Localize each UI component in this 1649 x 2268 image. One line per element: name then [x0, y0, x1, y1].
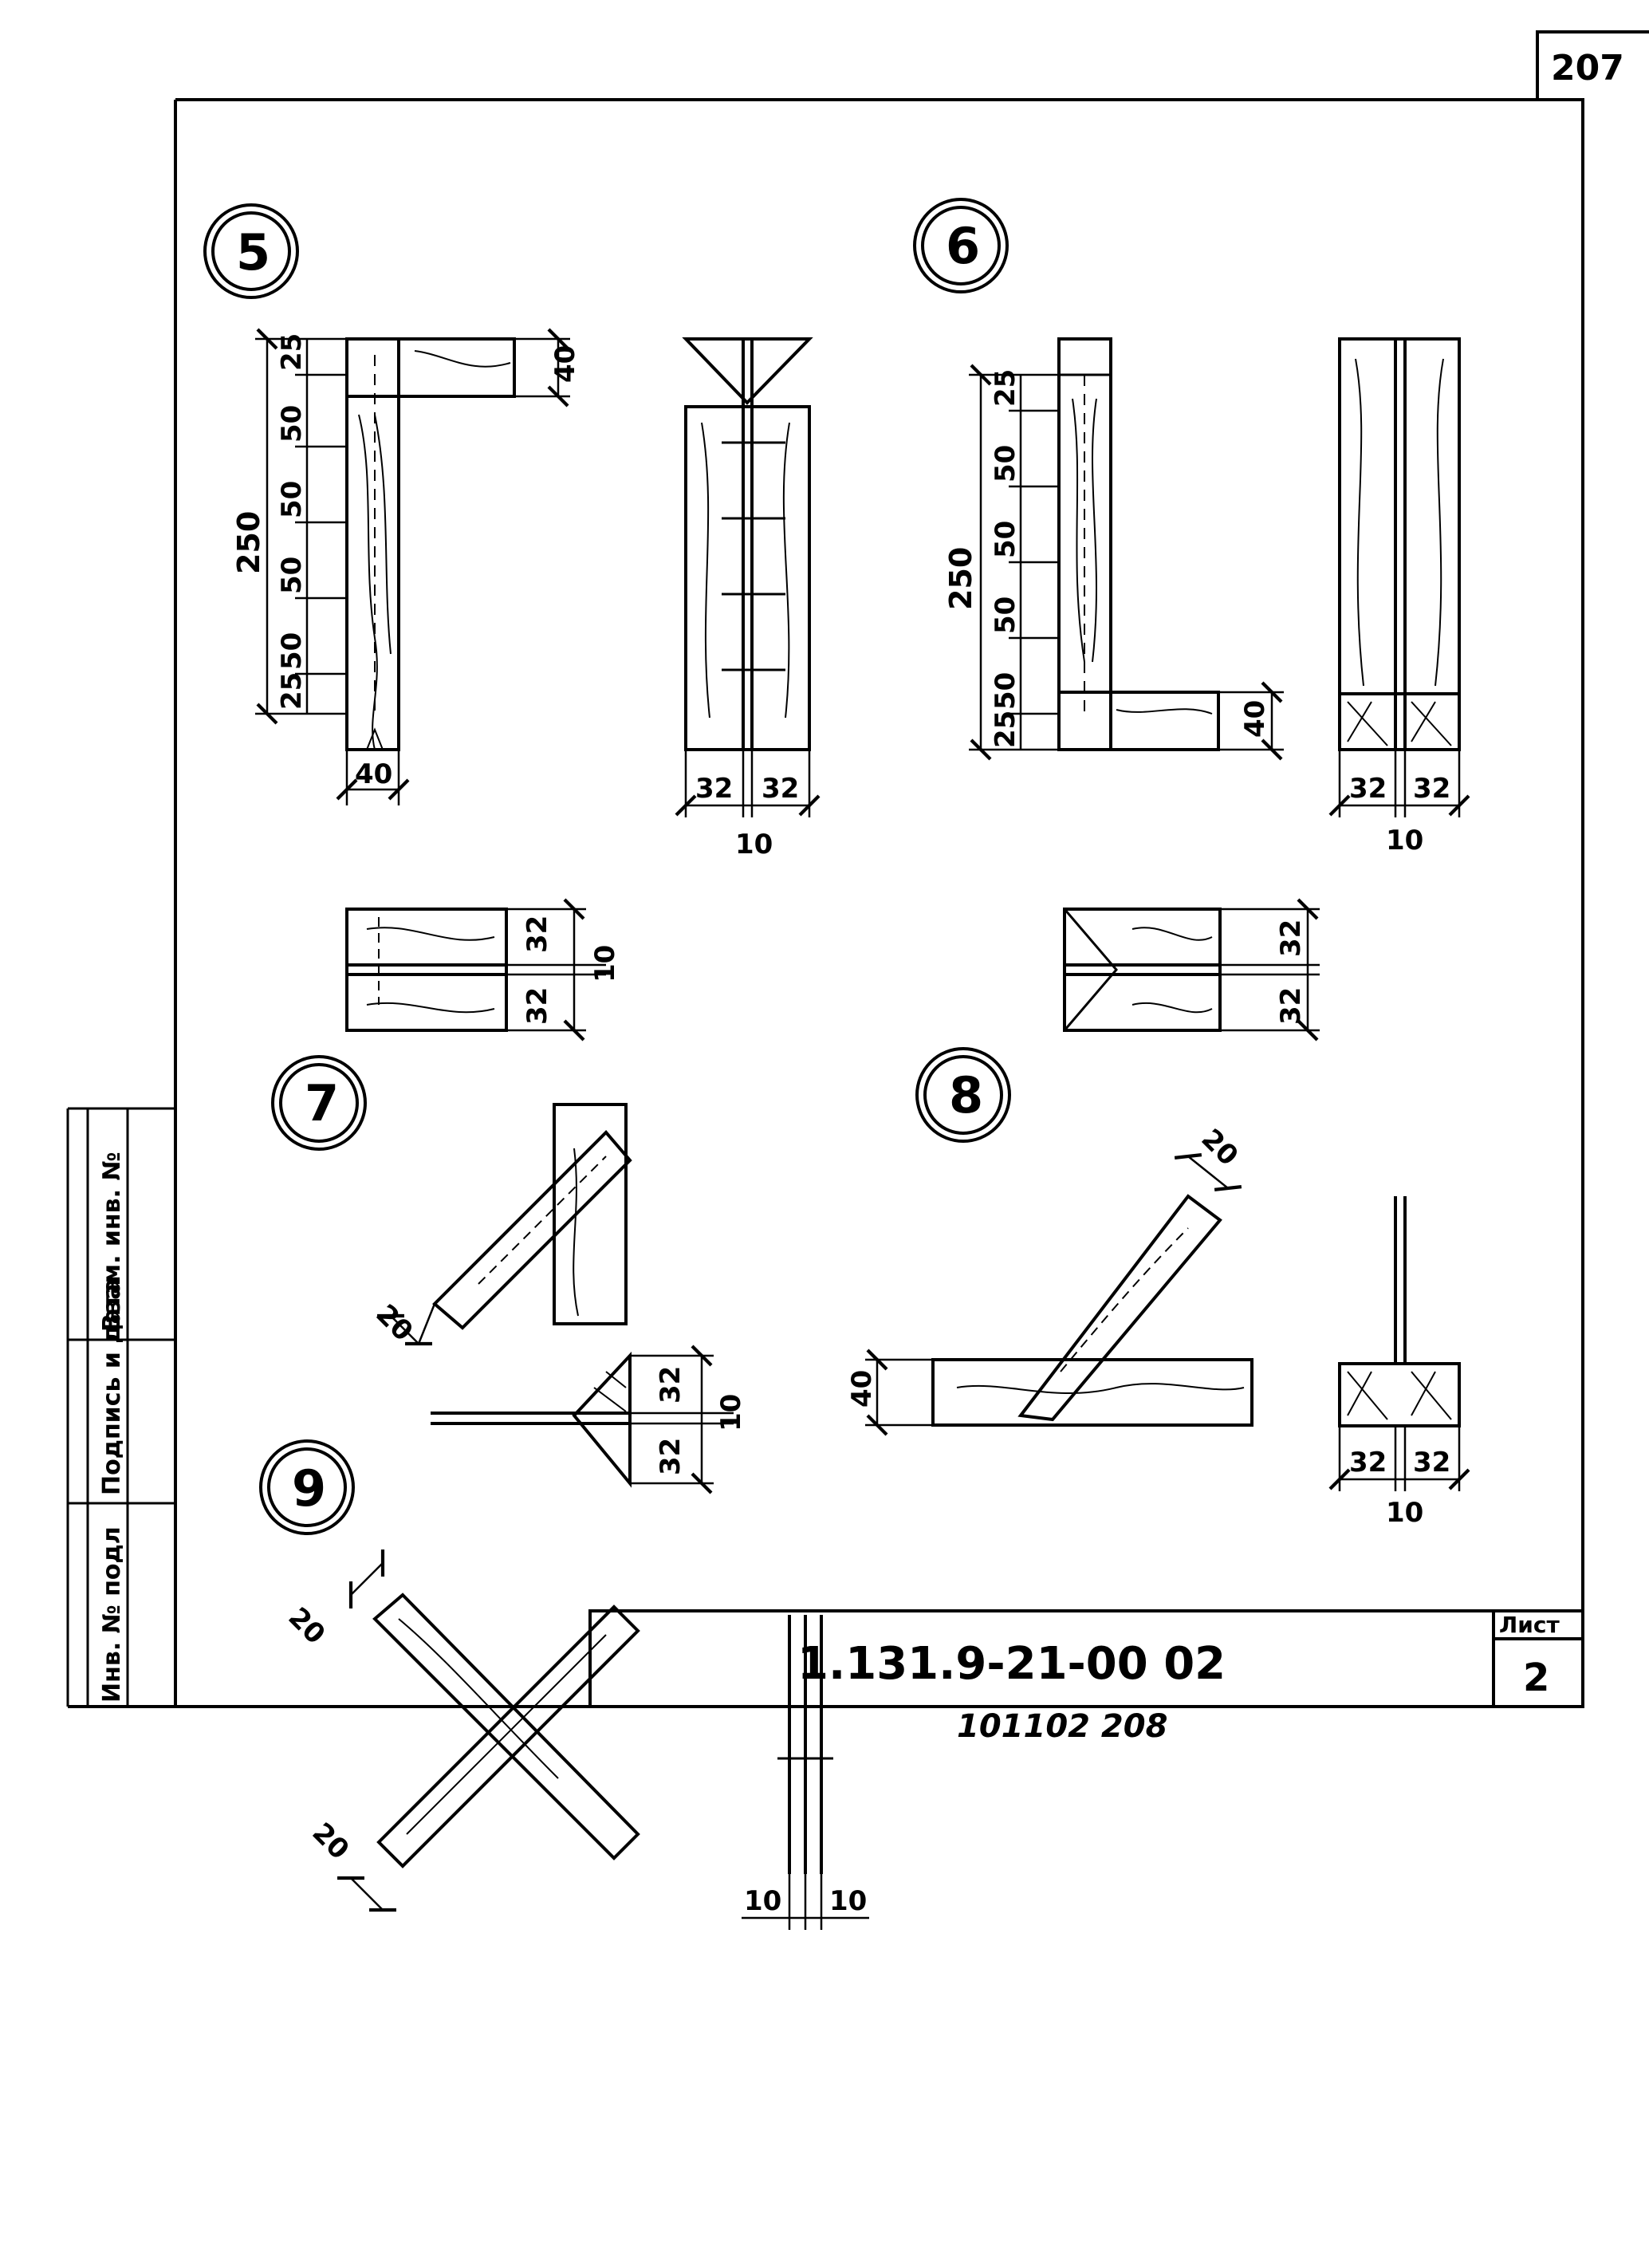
node-8-dim-left: 32 [1349, 1447, 1387, 1479]
node-8-label: 8 [949, 1066, 983, 1124]
node-8-dim-height: 40 [846, 1370, 878, 1408]
node-9-dim-diag-top: 20 [282, 1601, 332, 1651]
node-9-elevation [372, 1593, 640, 1868]
node-5-dim-sec-gap: 10 [589, 945, 621, 982]
node-8-dim-right: 32 [1413, 1447, 1450, 1479]
node-7-marker [271, 1055, 367, 1151]
node-5-dim-gap: 10 [735, 829, 773, 860]
node-5: 5 250 2 [203, 203, 821, 1041]
node-6-elevation [1057, 337, 1220, 751]
sheet-frame [68, 30, 1649, 1708]
node-9-marker [259, 1439, 355, 1535]
node-5-dim-step-3: 50 [276, 557, 308, 594]
node-7-dim-lines [377, 1303, 436, 1346]
node-9-label: 9 [292, 1459, 326, 1518]
sheet-number-top: 207 [1551, 48, 1624, 89]
node-6-dim-step-3: 50 [990, 597, 1021, 634]
node-7-section [431, 1351, 632, 1488]
node-6-dim-bottom: 25 [990, 711, 1021, 748]
node-5-label: 5 [236, 223, 270, 282]
node-7-dim-bot: 32 [655, 1438, 687, 1475]
node-6-dim-lines [969, 364, 1284, 761]
node-5-section [682, 337, 813, 751]
node-6-dim-arm: 40 [1239, 700, 1271, 738]
node-8-dim-diag: 20 [1195, 1123, 1245, 1172]
node-9: 9 20 20 10 10 [259, 1439, 869, 1930]
node-9-dim-left: 10 [744, 1885, 781, 1917]
node-9-section-dims [742, 1874, 869, 1930]
node-5-dim-total: 250 [231, 511, 266, 574]
node-6-dim-top: 25 [990, 369, 1021, 407]
node-5-dim-step-2: 50 [276, 481, 308, 518]
node-7-dim-top: 32 [655, 1366, 687, 1404]
node-6-dim-step-4: 50 [990, 672, 1021, 710]
drawing-designation: 1.131.9-21-00 02 [797, 1638, 1226, 1690]
node-7-section-dims [630, 1345, 734, 1494]
node-8-section-dims [1328, 1426, 1470, 1491]
stamp-vzam-inv-no: Взам. инв. № [98, 1152, 126, 1332]
node-7-dim-gap: 10 [715, 1394, 747, 1431]
node-8-marker [915, 1047, 1011, 1143]
node-9-section [777, 1615, 833, 1874]
node-6-marker [913, 198, 1009, 293]
node-5-dim-sec-top: 32 [521, 915, 553, 953]
node-7-label: 7 [305, 1074, 339, 1132]
node-6-dim-gap: 10 [1386, 825, 1423, 856]
node-5-dim-bottom: 25 [276, 672, 308, 710]
node-5-dim-lines [255, 328, 570, 805]
node-5-marker [203, 203, 299, 299]
node-5-dim-width: 40 [355, 758, 392, 790]
node-7-dim-diag: 20 [370, 1298, 419, 1348]
node-6-plan [1063, 908, 1222, 1032]
node-6-plan-dims [1220, 898, 1320, 1041]
node-9-dim-right: 10 [829, 1885, 867, 1917]
node-9-dim-diag-bot: 20 [306, 1817, 356, 1866]
stamp-inv-no-podl: Инв. № подл [98, 1526, 126, 1703]
node-6-dim-right: 32 [1413, 773, 1450, 805]
node-6-dim-total: 250 [943, 547, 978, 610]
node-5-plan [345, 908, 508, 1032]
node-6-dim-sec-top: 32 [1275, 919, 1307, 957]
node-6-dim-sec-bot: 32 [1275, 987, 1307, 1025]
node-5-dim-right: 32 [762, 773, 799, 805]
node-8-elevation [931, 1194, 1253, 1427]
node-5-dim-sec-bot: 32 [521, 987, 553, 1025]
node-8-dim-gap: 10 [1386, 1497, 1423, 1529]
node-6-dim-left: 32 [1349, 773, 1387, 805]
node-9-dim-lines [337, 1549, 396, 1912]
node-6-section [1338, 337, 1461, 751]
node-6-dim-step-1: 50 [990, 445, 1021, 482]
node-5-dim-left: 32 [695, 773, 733, 805]
node-6-label: 6 [946, 217, 980, 275]
title-block [588, 1609, 1584, 1708]
node-6-dim-step-2: 50 [990, 521, 1021, 558]
node-5-dim-top: 25 [276, 333, 308, 371]
bottom-stamp-text: 101102 208 [957, 1708, 1167, 1745]
node-5-plan-dims [506, 898, 606, 1041]
sheet-value: 2 [1523, 1656, 1549, 1700]
node-8-dim-lines [865, 1153, 1242, 1436]
sheet-label: Лист [1499, 1612, 1560, 1638]
node-5-dim-step-1: 50 [276, 405, 308, 443]
node-5-elevation [345, 337, 516, 751]
stamp-podpis-data: Подпись и дата [98, 1278, 126, 1495]
node-6-section-dims [1328, 750, 1470, 817]
node-5-section-dims [675, 750, 821, 817]
node-5-dim-step-4: 50 [276, 632, 308, 670]
node-7: 7 20 32 32 10 [271, 1055, 747, 1494]
node-8-section [1338, 1196, 1461, 1427]
node-7-elevation [432, 1103, 632, 1330]
node-6: 6 250 25 50 50 50 50 [913, 198, 1470, 1041]
side-stamp [66, 1107, 175, 1708]
node-5-dim-arm: 40 [549, 345, 581, 383]
node-8: 8 20 40 32 32 10 [846, 1047, 1470, 1529]
